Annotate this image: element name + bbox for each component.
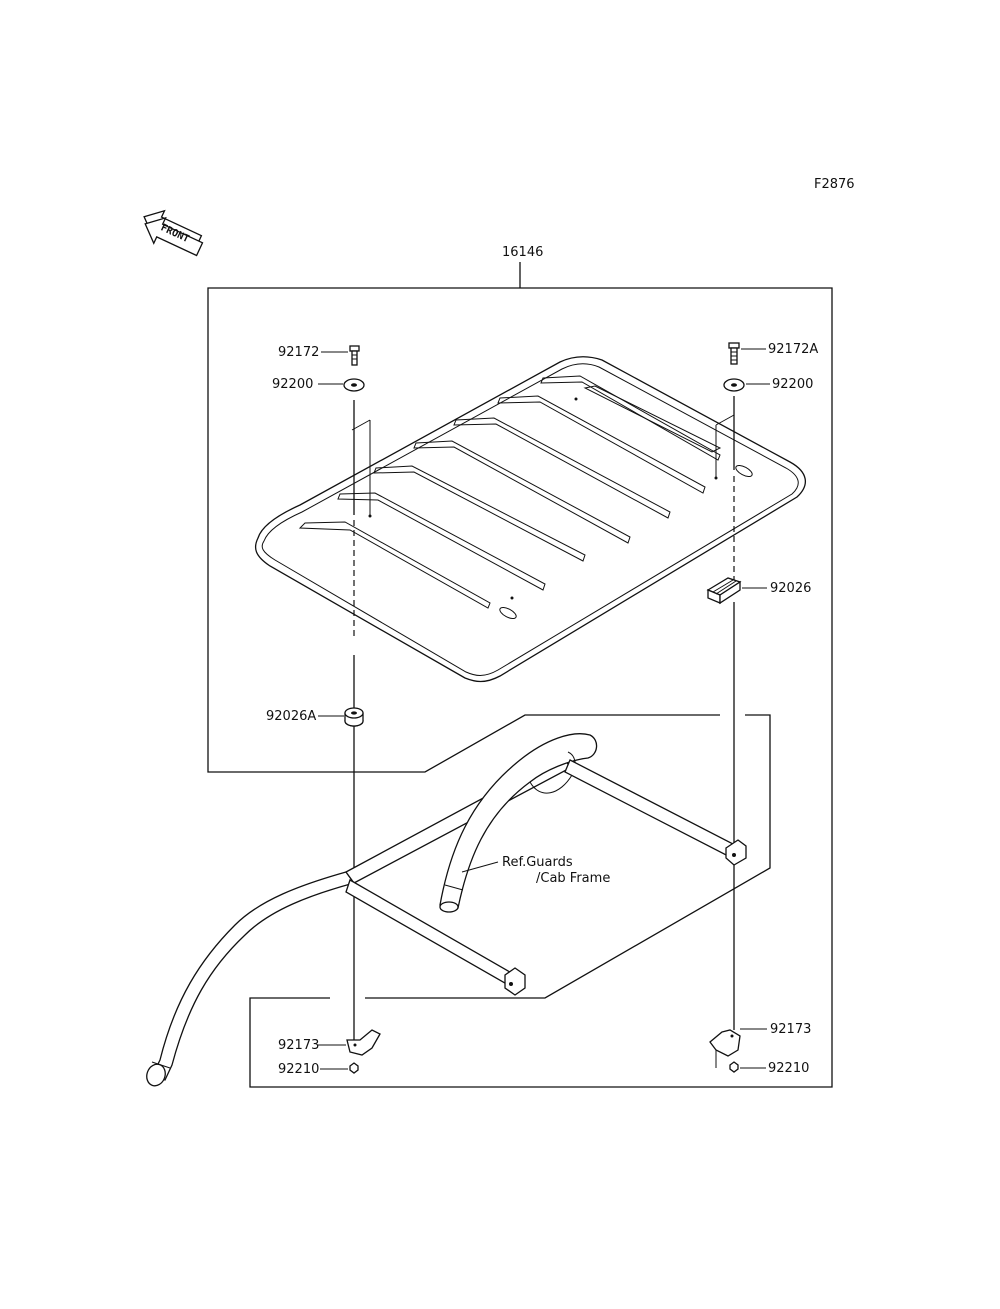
damper-left — [344, 707, 364, 727]
roof-panel — [254, 356, 806, 683]
part-label-damper-right: 92026 — [770, 581, 811, 596]
nut-right — [729, 1061, 739, 1073]
bolt-left — [349, 345, 360, 366]
nut-left — [349, 1062, 359, 1074]
assembly-bracket — [207, 287, 833, 1088]
washer-left — [343, 378, 365, 392]
assembly-bracket-inner — [365, 714, 720, 773]
part-label-nut-right: 92210 — [768, 1061, 809, 1076]
part-label-bolt-right: 92172A — [768, 342, 818, 357]
bolt-right — [728, 342, 740, 365]
ref-note-line1: Ref.Guards — [502, 855, 573, 870]
assembly-part-number: 16146 — [502, 245, 543, 260]
part-label-nut-left: 92210 — [278, 1062, 319, 1077]
part-label-washer-right: 92200 — [772, 377, 813, 392]
ref-note-line2: /Cab Frame — [536, 871, 610, 886]
cab-frame — [146, 733, 747, 1087]
clamp-left — [346, 1029, 381, 1056]
assembly-bracket-lower — [365, 714, 771, 999]
damper-right — [706, 577, 742, 605]
washer-right — [723, 378, 745, 392]
roof-ribs — [298, 375, 722, 609]
clamp-right — [709, 1029, 741, 1068]
part-label-clamp-right: 92173 — [770, 1022, 811, 1037]
front-arrow-icon: FRONT — [143, 209, 204, 257]
part-label-bolt-left: 92172 — [278, 345, 319, 360]
part-label-clamp-left: 92173 — [278, 1038, 319, 1053]
part-label-damper-left: 92026A — [266, 709, 316, 724]
part-label-washer-left: 92200 — [272, 377, 313, 392]
figure-id: F2876 — [814, 177, 855, 192]
